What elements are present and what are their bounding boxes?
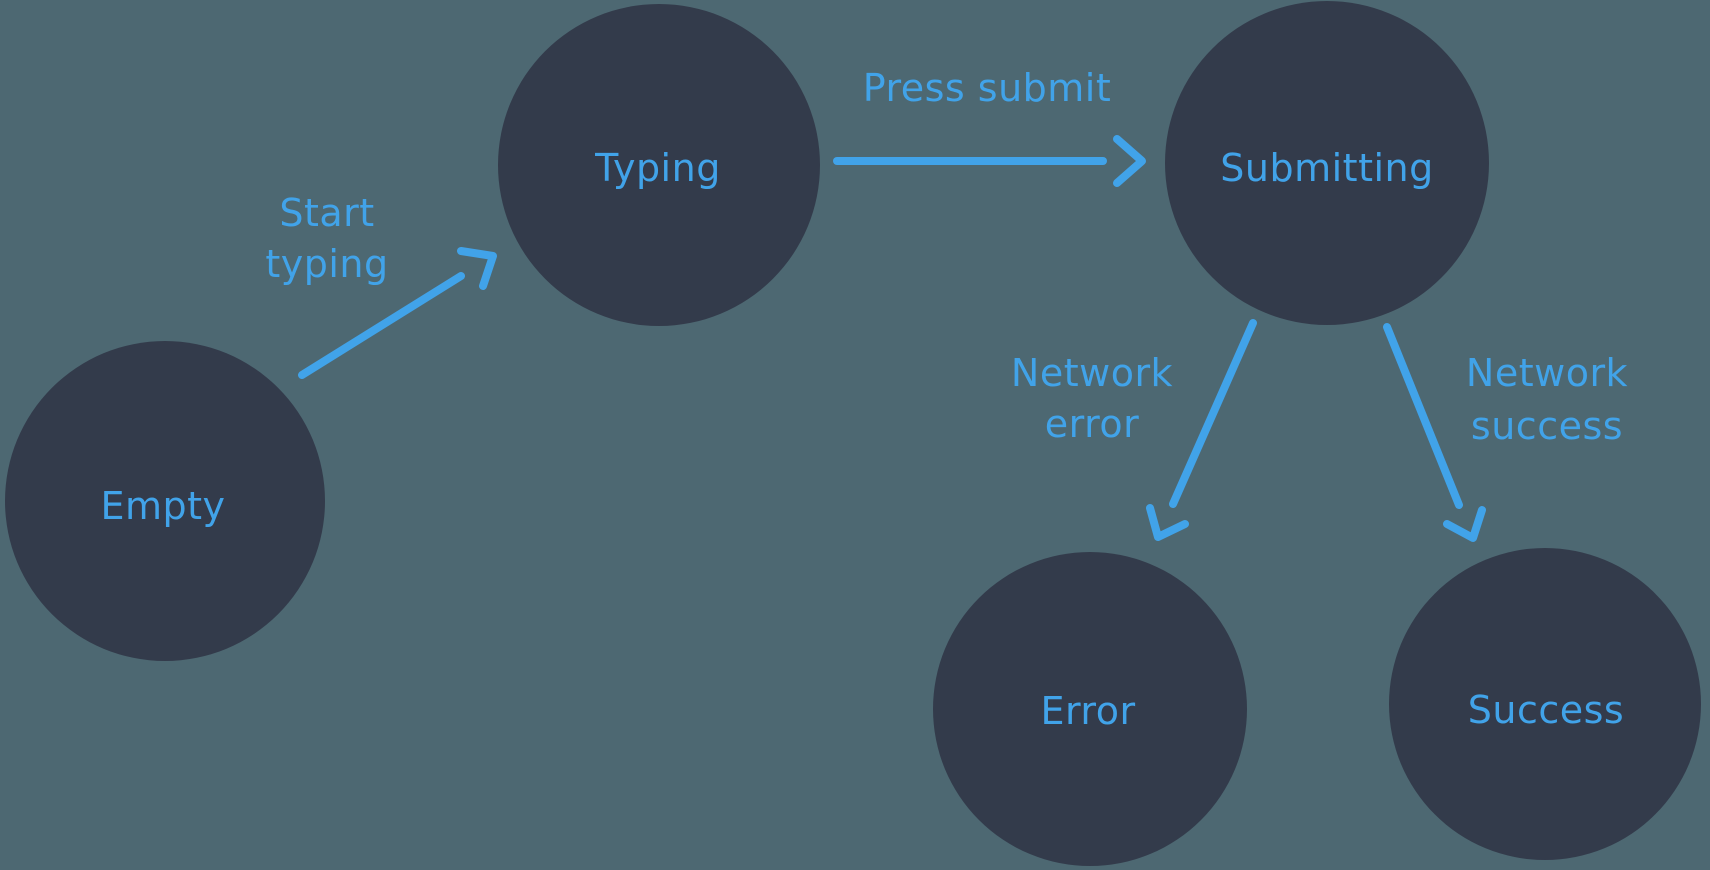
state-empty-label: Empty bbox=[100, 484, 225, 528]
state-submitting: Submitting bbox=[1165, 1, 1489, 325]
transition-network-error-shaft bbox=[1169, 319, 1257, 508]
transition-network-success-label-line2: success bbox=[1471, 404, 1623, 448]
transition-start-typing: Start typing bbox=[265, 191, 497, 379]
state-typing: Typing bbox=[498, 4, 820, 326]
transition-network-success-arrowhead-icon bbox=[1443, 506, 1486, 542]
transition-start-typing-shaft bbox=[298, 272, 465, 379]
state-submitting-label: Submitting bbox=[1220, 146, 1433, 190]
transition-press-submit-arrowhead-icon bbox=[1113, 135, 1146, 187]
transition-network-error-label-line2: error bbox=[1045, 402, 1140, 446]
state-typing-circle bbox=[498, 4, 820, 326]
state-submitting-circle bbox=[1165, 1, 1489, 325]
transition-network-error: Network error bbox=[1011, 319, 1257, 541]
transition-start-typing-label-line2: typing bbox=[265, 242, 388, 286]
state-error-circle bbox=[933, 552, 1247, 866]
state-success: Success bbox=[1389, 548, 1701, 860]
transition-network-error-arrowhead-icon bbox=[1146, 504, 1189, 541]
state-empty: Empty bbox=[5, 341, 325, 661]
state-success-label: Success bbox=[1468, 688, 1624, 732]
state-typing-label: Typing bbox=[594, 146, 721, 190]
state-error-label: Error bbox=[1040, 689, 1135, 733]
state-empty-circle bbox=[5, 341, 325, 661]
transition-network-success: Network success bbox=[1383, 323, 1628, 542]
state-success-circle bbox=[1389, 548, 1701, 860]
transition-press-submit-label: Press submit bbox=[863, 66, 1112, 110]
transition-network-success-label-line1: Network bbox=[1466, 351, 1628, 395]
transition-start-typing-label-line1: Start bbox=[279, 191, 374, 235]
transition-network-error-label-line1: Network bbox=[1011, 351, 1173, 395]
transition-start-typing-arrowhead-icon bbox=[457, 247, 497, 290]
transition-network-success-shaft bbox=[1383, 323, 1463, 509]
state-error: Error bbox=[933, 552, 1247, 866]
transition-press-submit: Press submit bbox=[833, 66, 1146, 187]
